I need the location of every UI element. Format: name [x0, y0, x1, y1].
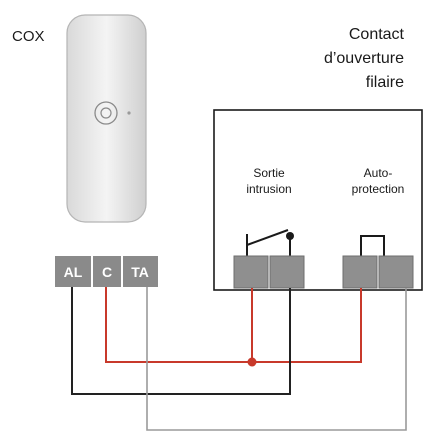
wire-red-auto: [252, 288, 362, 363]
wire-grey-ta: [146, 287, 407, 431]
cox-device: [66, 14, 147, 223]
auto-label-line-1: Auto-: [364, 166, 393, 180]
contact-title: Contact d’ouverture filaire: [324, 26, 405, 91]
terminal-c-label: C: [102, 264, 112, 280]
terminal-ta-label: TA: [131, 264, 149, 280]
terminal-ta: [123, 256, 158, 287]
switch-symbol-icon: [246, 229, 294, 256]
terminal-c: [93, 256, 121, 287]
wire-junction-icon: [247, 357, 257, 367]
contact-title-line-3: filaire: [366, 74, 404, 91]
sortie-label-line-1: Sortie: [253, 166, 285, 180]
wire-red-c: [105, 287, 253, 363]
terminal-al: [55, 256, 91, 287]
auto-terminal-block: [342, 255, 414, 289]
cox-terminals: AL C TA: [55, 256, 158, 287]
sortie-label-line-2: intrusion: [246, 182, 291, 196]
sortie-terminal-block: [233, 255, 305, 289]
device-button-inner-icon: [100, 107, 112, 119]
terminal-al-label: AL: [64, 264, 83, 280]
auto-label-line-2: protection: [352, 182, 405, 196]
wire-dark-al: [71, 287, 291, 395]
auto-protection-bridge-icon: [360, 235, 385, 256]
device-button-outer-icon: [94, 101, 118, 125]
contact-title-line-2: d’ouverture: [324, 50, 404, 67]
contact-title-line-1: Contact: [349, 26, 405, 43]
device-led-icon: [127, 111, 131, 115]
device-name: COX: [12, 28, 45, 45]
